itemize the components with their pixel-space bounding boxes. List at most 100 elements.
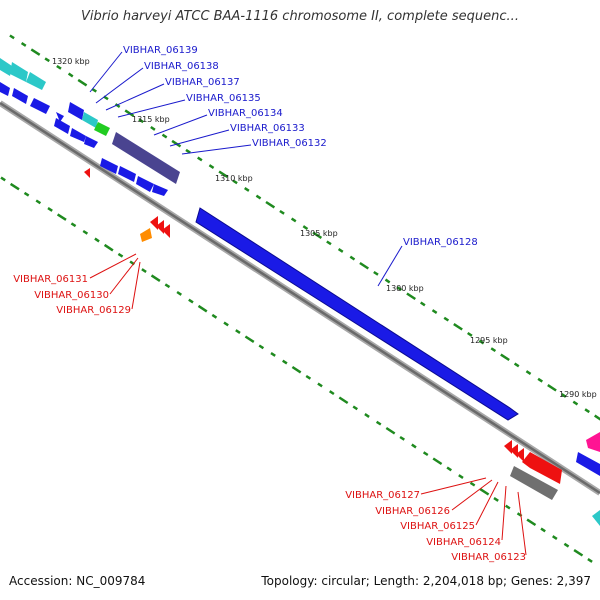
tick-mark xyxy=(352,405,358,411)
tick-mark xyxy=(359,261,369,270)
tick-mark xyxy=(141,268,147,273)
scale-label: 1300 kbp xyxy=(386,284,424,293)
tick-mark xyxy=(594,414,600,421)
tick-mark xyxy=(44,57,50,63)
tick-mark xyxy=(540,527,546,533)
gene-label-06129: VIBHAR_06129 xyxy=(56,305,131,316)
tick-mark xyxy=(20,42,27,47)
tick-mark xyxy=(513,362,520,368)
scale-label: 1320 kbp xyxy=(52,57,90,66)
tick-mark xyxy=(338,396,349,405)
tick-mark xyxy=(479,488,490,496)
tick-mark xyxy=(70,222,77,228)
tick-mark xyxy=(399,435,405,441)
tick-mark xyxy=(265,200,276,209)
tick-mark xyxy=(164,283,171,289)
accession-text: Accession: NC_009784 xyxy=(9,574,146,588)
left-gene-labels[interactable]: VIBHAR_06131 VIBHAR_06130 VIBHAR_06129 xyxy=(13,253,141,316)
tick-mark xyxy=(270,352,276,357)
tick-mark xyxy=(552,535,558,540)
gene-label-06128: VIBHAR_06128 xyxy=(403,237,478,248)
gene-label-06127: VIBHAR_06127 xyxy=(345,490,420,501)
gene-cluster-upper-left[interactable] xyxy=(0,58,180,196)
tick-mark xyxy=(493,497,499,502)
tick-mark xyxy=(563,542,570,548)
scale-label: 1315 kbp xyxy=(132,115,170,124)
upper-gene-labels[interactable]: VIBHAR_06139 VIBHAR_06138 VIBHAR_06137 V… xyxy=(89,45,327,155)
tick-mark xyxy=(500,353,510,362)
tick-mark xyxy=(364,413,370,418)
gene-label-06123: VIBHAR_06123 xyxy=(451,552,526,563)
tick-mark xyxy=(124,109,135,117)
tick-mark xyxy=(188,298,194,304)
gene-label-06135: VIBHAR_06135 xyxy=(186,93,261,104)
tick-mark xyxy=(291,365,302,374)
gene-label-06132: VIBHAR_06132 xyxy=(252,138,327,149)
tick-mark xyxy=(443,316,450,322)
scale-label: 1305 kbp xyxy=(300,229,338,238)
tick-mark xyxy=(161,133,168,139)
tick-mark xyxy=(396,286,403,292)
tick-mark xyxy=(82,229,89,235)
tick-mark xyxy=(258,344,265,350)
tick-mark xyxy=(526,518,537,527)
tick-mark xyxy=(537,377,543,383)
gene-label-06138: VIBHAR_06138 xyxy=(144,61,219,72)
gene-label-06139: VIBHAR_06139 xyxy=(123,45,198,56)
tick-mark xyxy=(302,225,309,231)
tick-mark xyxy=(218,170,229,178)
tick-mark xyxy=(56,213,67,221)
tick-mark xyxy=(9,34,15,40)
tick-mark xyxy=(171,139,182,148)
tick-mark xyxy=(223,321,229,327)
main-gene-label[interactable]: VIBHAR_06128 xyxy=(377,237,478,287)
gene-vibhar-06128[interactable] xyxy=(195,207,519,421)
tick-mark xyxy=(138,118,144,124)
tick-mark xyxy=(91,87,97,93)
tick-mark xyxy=(384,278,391,284)
tick-mark xyxy=(35,199,42,205)
tick-mark xyxy=(208,164,215,169)
tick-mark xyxy=(547,384,557,392)
tick-mark xyxy=(117,252,124,258)
gene-cluster-lower-right[interactable] xyxy=(504,432,600,526)
tick-mark xyxy=(211,313,218,319)
scale-labels: 1320 kbp 1315 kbp 1310 kbp 1305 kbp 1300… xyxy=(52,57,597,399)
tick-mark xyxy=(244,335,255,343)
lower-gene-labels[interactable]: VIBHAR_06127 VIBHAR_06126 VIBHAR_06125 V… xyxy=(345,477,527,563)
tick-mark xyxy=(282,359,288,365)
gene-label-06130: VIBHAR_06130 xyxy=(34,290,109,301)
tick-mark xyxy=(47,207,53,212)
tick-mark xyxy=(587,558,593,563)
tick-mark xyxy=(326,240,332,246)
tick-mark xyxy=(431,309,438,314)
gene-cluster-reverse-left[interactable] xyxy=(84,168,170,242)
tick-mark xyxy=(469,481,476,487)
tick-mark xyxy=(420,301,426,307)
tick-mark xyxy=(30,48,41,56)
tick-mark xyxy=(478,339,485,345)
tick-mark xyxy=(197,156,203,162)
tick-mark xyxy=(490,347,497,353)
gene-label-06124: VIBHAR_06124 xyxy=(426,537,501,548)
tick-mark xyxy=(23,191,30,197)
backbone xyxy=(0,100,600,496)
tick-mark xyxy=(337,248,344,253)
tick-mark xyxy=(244,187,250,192)
scale-label: 1295 kbp xyxy=(470,336,508,345)
tick-mark xyxy=(150,274,161,282)
tick-mark xyxy=(572,400,579,406)
tick-marks xyxy=(0,34,600,563)
tick-mark xyxy=(329,390,335,396)
tick-mark xyxy=(235,329,241,334)
topology-text: Topology: circular; Length: 2,204,018 bp… xyxy=(261,574,591,588)
scale-label: 1310 kbp xyxy=(215,174,253,183)
tick-mark xyxy=(176,290,182,296)
tick-mark xyxy=(385,426,396,435)
gene-label-06137: VIBHAR_06137 xyxy=(165,77,240,88)
tick-mark xyxy=(349,255,356,261)
tick-mark xyxy=(525,370,532,375)
tick-mark xyxy=(279,209,285,215)
gene-label-06134: VIBHAR_06134 xyxy=(208,108,283,119)
